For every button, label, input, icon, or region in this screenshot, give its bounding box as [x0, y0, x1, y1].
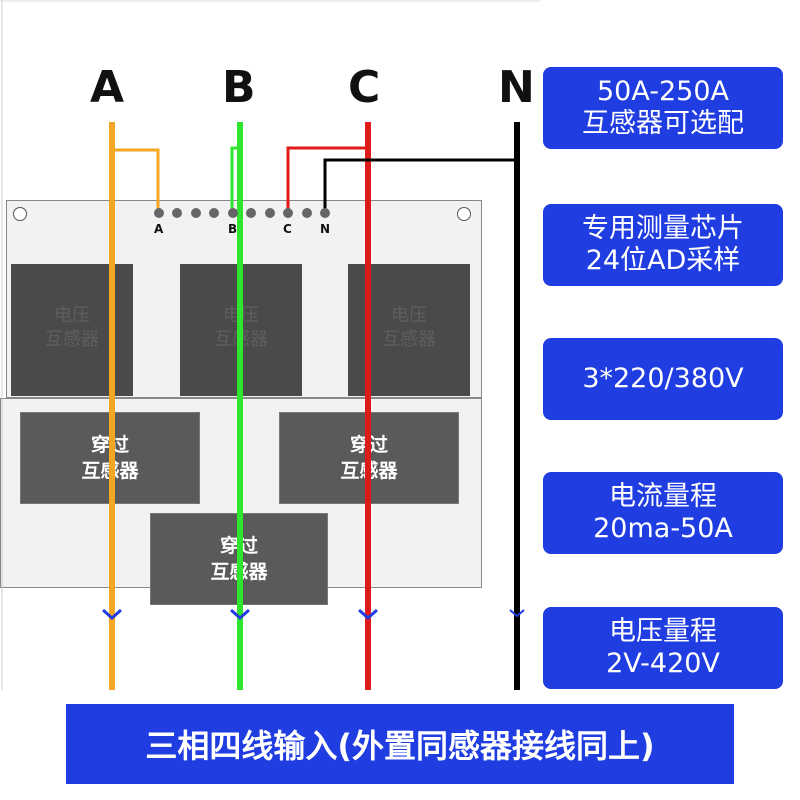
footer-banner: 三相四线输入(外置同感器接线同上)	[66, 704, 734, 784]
terminal-dot	[265, 208, 275, 218]
arrow-b	[230, 608, 250, 621]
mount-hole-left	[13, 207, 27, 221]
phase-label-b: B	[222, 62, 256, 113]
spec-voltage-input: 3*220/380V	[543, 338, 783, 420]
tap-b	[230, 146, 240, 212]
terminal-dot	[172, 208, 182, 218]
arrow-n	[509, 609, 525, 618]
terminal-dot	[283, 208, 293, 218]
terminal-dot	[246, 208, 256, 218]
tap-a	[112, 148, 160, 212]
tap-c	[286, 146, 368, 212]
phase-label-n: N	[498, 62, 535, 113]
terminal-dot	[191, 208, 201, 218]
terminal-label-a: A	[154, 222, 164, 236]
terminal-dot	[209, 208, 219, 218]
terminal-label-c: C	[283, 222, 292, 236]
mount-hole-right	[457, 207, 471, 221]
terminal-dot	[154, 208, 164, 218]
terminal-dot	[228, 208, 238, 218]
terminal-dot	[302, 208, 312, 218]
arrow-a	[102, 608, 122, 621]
tap-n	[323, 158, 517, 212]
terminal-label-n: N	[320, 222, 331, 236]
phase-label-a: A	[90, 62, 125, 113]
arrow-c	[358, 608, 378, 621]
terminal-label-b: B	[228, 222, 238, 236]
terminal-dot	[320, 208, 330, 218]
phase-label-c: C	[348, 62, 381, 113]
